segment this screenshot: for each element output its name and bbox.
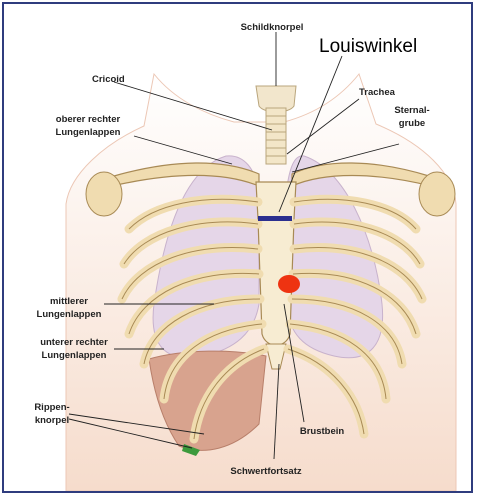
label-louiswinkel: Louiswinkel: [319, 36, 417, 57]
label-oberer-1: oberer rechter: [56, 114, 121, 125]
left-shoulder: [419, 172, 455, 216]
label-unterer-2: Lungenlappen: [42, 350, 107, 361]
diagram-frame: Schildknorpel Louiswinkel Cricoid Trache…: [2, 2, 473, 493]
label-sternalgrube-1: Sternal-: [394, 105, 429, 116]
label-rippen-1: Rippen-: [34, 402, 69, 413]
label-brustbein: Brustbein: [300, 426, 345, 437]
label-sternalgrube-2: grube: [399, 118, 425, 129]
label-schildknorpel: Schildknorpel: [241, 22, 304, 33]
label-trachea: Trachea: [359, 87, 396, 98]
label-cricoid: Cricoid: [92, 74, 125, 85]
label-unterer-1: unterer rechter: [40, 337, 108, 348]
right-shoulder: [86, 172, 122, 216]
sternum-point-marker: [278, 275, 300, 293]
label-oberer-2: Lungenlappen: [56, 127, 121, 138]
label-mittlerer-1: mittlerer: [50, 296, 88, 307]
label-mittlerer-2: Lungenlappen: [37, 309, 102, 320]
label-rippen-2: knorpel: [35, 415, 69, 426]
trachea-rings: [266, 108, 286, 164]
label-schwertfortsatz: Schwertfortsatz: [230, 466, 302, 477]
sternal-angle-marker: [258, 216, 292, 221]
anatomy-diagram: Schildknorpel Louiswinkel Cricoid Trache…: [4, 4, 471, 491]
